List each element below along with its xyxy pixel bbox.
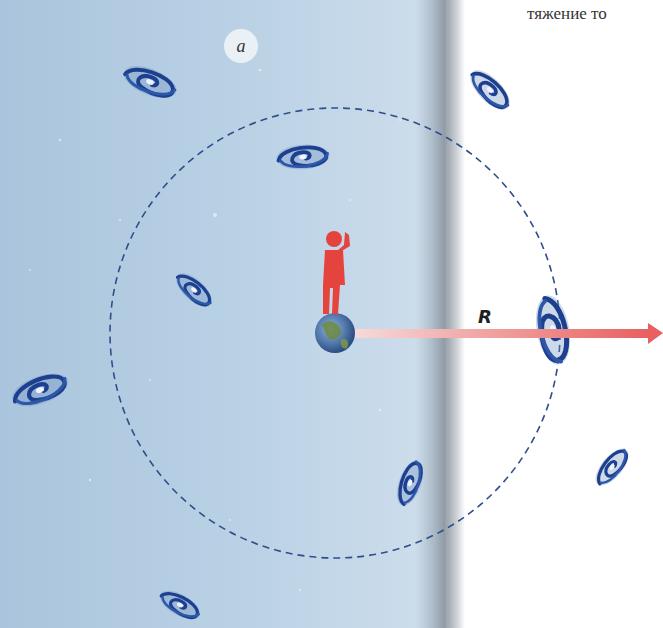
page-text-fragment: тяжение то bbox=[527, 4, 607, 24]
radius-label: R bbox=[478, 306, 492, 327]
figure-letter-badge: a bbox=[224, 29, 258, 63]
figure-letter: a bbox=[237, 36, 246, 57]
